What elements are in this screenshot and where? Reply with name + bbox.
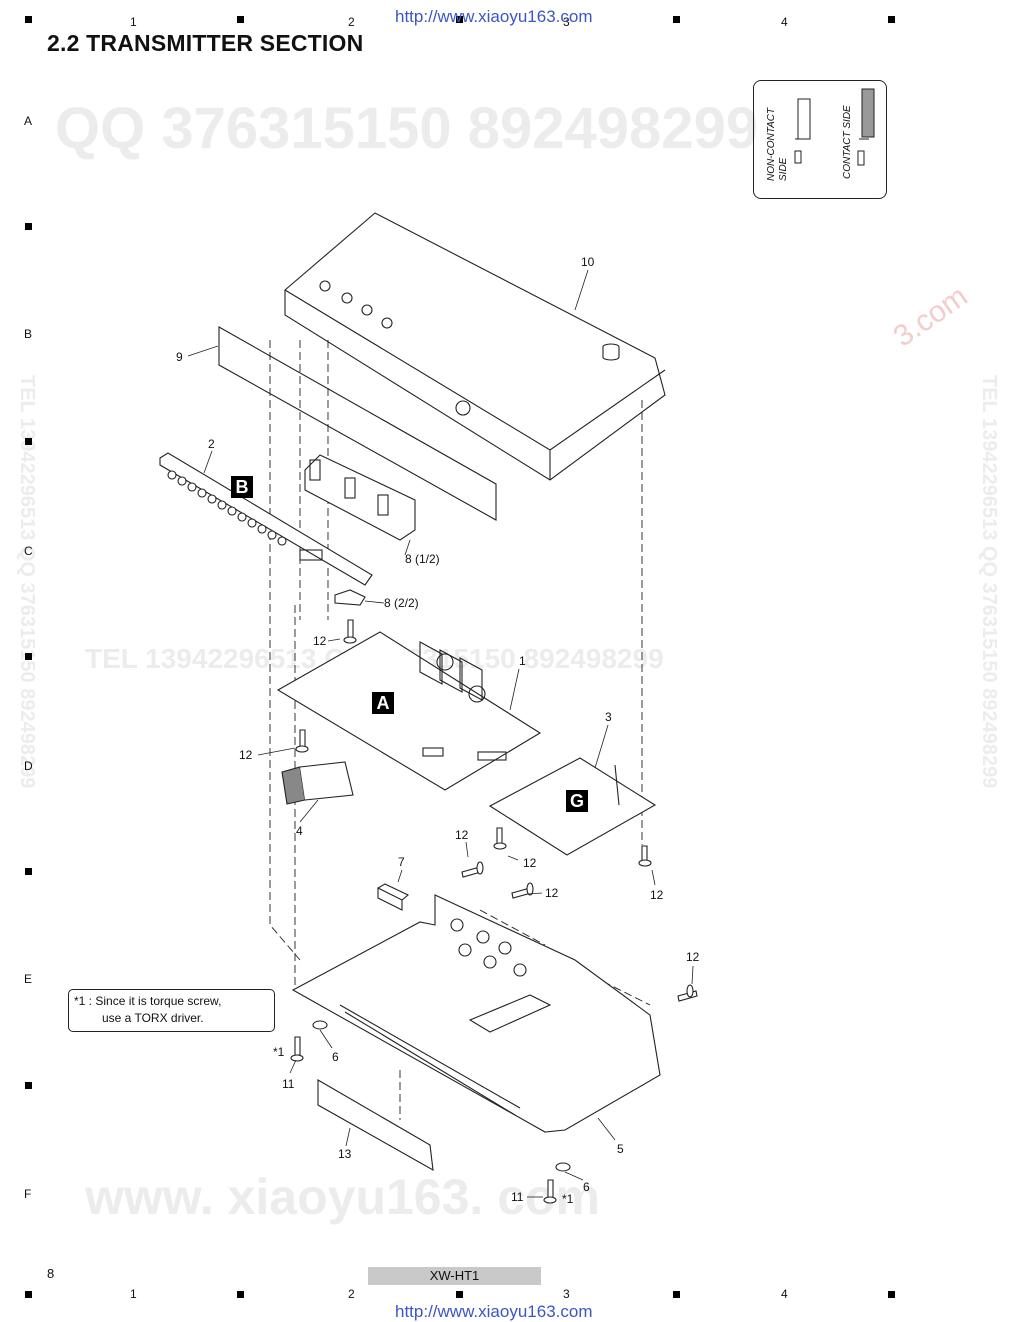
legend-drawing: [794, 88, 875, 166]
border-mark: [25, 868, 32, 875]
part-number-12: 12: [455, 828, 469, 842]
model-name: XW-HT1: [368, 1267, 541, 1285]
part-number-6: 6: [332, 1050, 339, 1064]
contact-side-legend: NON-CONTACT SIDE CONTACT SIDE: [753, 80, 887, 199]
border-mark: [25, 223, 32, 230]
border-mark: [673, 1291, 680, 1298]
column-number: 4: [781, 15, 788, 29]
page-title: 2.2 TRANSMITTER SECTION: [47, 30, 364, 56]
column-number: 3: [563, 15, 570, 29]
part-number-9: 9: [176, 350, 183, 364]
border-mark: [456, 1291, 463, 1298]
torx-mark: *1: [273, 1045, 285, 1059]
torx-mark: *1: [562, 1192, 574, 1206]
part-number-12: 12: [523, 856, 537, 870]
row-label: A: [24, 114, 33, 128]
watermark-qq: QQ 376315150 892498299: [55, 96, 759, 161]
column-number: 1: [130, 1287, 137, 1301]
part-number-13: 13: [338, 1147, 352, 1161]
border-mark: [25, 1082, 32, 1089]
column-number: 1: [130, 15, 137, 29]
note-line-2: use a TORX driver.: [102, 1011, 204, 1025]
torx-note: *1 : Since it is torque screw, use a TOR…: [68, 989, 275, 1032]
row-label: C: [24, 544, 33, 558]
border-mark: [237, 1291, 244, 1298]
footer-url[interactable]: http://www.xiaoyu163.com: [395, 1302, 593, 1321]
row-label: D: [24, 759, 33, 773]
part-number-11: 11: [282, 1077, 295, 1091]
page-number: 8: [47, 1266, 55, 1281]
part-number-6: 6: [583, 1180, 590, 1194]
part-number-10: 10: [581, 255, 595, 269]
border-mark: [673, 16, 680, 23]
board-a-label: A: [372, 692, 394, 714]
part-number-4: 4: [296, 824, 303, 838]
part-number-12: 12: [545, 886, 559, 900]
watermark-www: www. xiaoyu163. com: [85, 1169, 601, 1225]
part-number-7: 7: [398, 855, 405, 869]
part-number-5: 5: [617, 1142, 624, 1156]
column-number: 2: [348, 15, 355, 29]
board-g-label: G: [566, 790, 588, 812]
part-number-1: 1: [519, 654, 526, 668]
corner-mark: [888, 16, 895, 23]
part-number-8-1: 8 (1/2): [405, 552, 440, 566]
board-b-label: B: [231, 476, 253, 498]
part-number-2: 2: [208, 437, 215, 451]
part-number-3: 3: [605, 710, 612, 724]
column-number: 3: [563, 1287, 570, 1301]
corner-mark: [25, 16, 32, 23]
border-mark: [25, 653, 32, 660]
border-mark: [25, 438, 32, 445]
part-number-12: 12: [239, 748, 253, 762]
row-label: B: [24, 327, 33, 341]
border-mark: [237, 16, 244, 23]
row-label: F: [24, 1187, 32, 1201]
row-label: E: [24, 972, 33, 986]
border-mark: [456, 16, 463, 23]
corner-mark: [25, 1291, 32, 1298]
part-number-12: 12: [313, 634, 327, 648]
part-number-8-2: 8 (2/2): [384, 596, 419, 610]
part-number-12: 12: [650, 888, 664, 902]
corner-mark: [888, 1291, 895, 1298]
part-number-12: 12: [686, 950, 700, 964]
column-number: 4: [781, 1287, 788, 1301]
header-url[interactable]: http://www.xiaoyu163.com: [395, 7, 593, 26]
part-number-11: 11: [511, 1190, 524, 1204]
column-number: 2: [348, 1287, 355, 1301]
note-line-1: *1 : Since it is torque screw,: [74, 994, 222, 1008]
